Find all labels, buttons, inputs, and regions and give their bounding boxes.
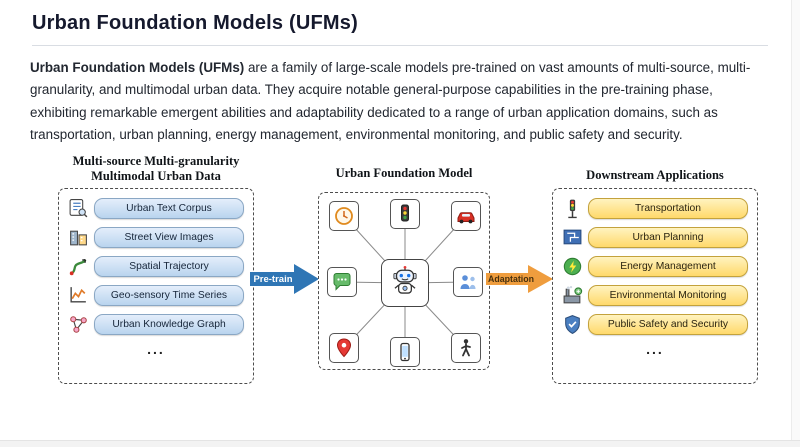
app-item-label: Urban Planning	[588, 227, 748, 248]
app-item-label: Environmental Monitoring	[588, 285, 748, 306]
people-icon	[453, 267, 483, 297]
right-panel-title: Downstream Applications	[586, 168, 724, 182]
urban-data-box: Urban Text Corpus Street View Images Spa…	[58, 188, 254, 384]
header: Urban Foundation Models (UFMs)	[0, 0, 800, 46]
left-panel-title-line2: Multimodal Urban Data	[91, 169, 221, 183]
applications-box: Transportation Urban Planning Energy Man…	[552, 188, 758, 384]
data-row-urban-text-corpus: Urban Text Corpus	[68, 198, 244, 219]
car-icon	[451, 201, 481, 231]
data-row-street-view-images: Street View Images	[68, 227, 244, 248]
time-series-icon	[68, 285, 89, 306]
pedestrian-icon	[451, 333, 481, 363]
data-item-label: Street View Images	[94, 227, 244, 248]
left-ellipsis: ...	[147, 341, 165, 357]
intro-body-text: are a family of large-scale models pre-t…	[30, 60, 751, 142]
clock-icon	[329, 201, 359, 231]
security-icon	[562, 314, 583, 335]
urban-planning-icon	[562, 227, 583, 248]
data-row-spatial-trajectory: Spatial Trajectory	[68, 256, 244, 277]
title-divider	[32, 45, 768, 46]
street-view-icon	[68, 227, 89, 248]
data-item-label: Urban Text Corpus	[94, 198, 244, 219]
trajectory-icon	[68, 256, 89, 277]
chat-icon	[327, 267, 357, 297]
horizontal-scrollbar[interactable]	[0, 440, 800, 447]
data-item-label: Urban Knowledge Graph	[94, 314, 244, 335]
data-item-label: Geo-sensory Time Series	[94, 285, 244, 306]
adaptation-label: Adaptation	[488, 274, 534, 284]
ufm-figure: Multi-source Multi-granularity Multimoda…	[0, 152, 800, 410]
page-title: Urban Foundation Models (UFMs)	[32, 12, 358, 34]
data-item-label: Spatial Trajectory	[94, 256, 244, 277]
right-arrow-icon	[250, 264, 319, 294]
right-ellipsis: ...	[646, 341, 664, 357]
traffic-light-icon	[390, 199, 420, 229]
vertical-scrollbar[interactable]	[791, 0, 800, 447]
left-panel-title: Multi-source Multi-granularity Multimoda…	[58, 154, 254, 184]
robot-icon	[381, 259, 429, 307]
energy-icon	[562, 256, 583, 277]
intro-paragraph: Urban Foundation Models (UFMs) are a fam…	[30, 57, 768, 146]
app-row-environmental-monitoring: Environmental Monitoring	[562, 285, 748, 306]
foundation-model-box	[318, 192, 490, 370]
transportation-icon	[562, 198, 583, 219]
center-panel-title: Urban Foundation Model	[335, 166, 473, 180]
data-row-urban-knowledge-graph: Urban Knowledge Graph	[68, 314, 244, 335]
map-pin-icon	[329, 333, 359, 363]
app-item-label: Energy Management	[588, 256, 748, 277]
adaptation-arrow: Adaptation	[486, 260, 554, 303]
pretrain-arrow: Pre-train	[250, 260, 320, 303]
app-row-urban-planning: Urban Planning	[562, 227, 748, 248]
app-row-energy-management: Energy Management	[562, 256, 748, 277]
knowledge-graph-icon	[68, 314, 89, 335]
pretrain-label: Pre-train	[253, 273, 293, 285]
right-arrow-icon	[486, 265, 553, 293]
app-item-label: Transportation	[588, 198, 748, 219]
app-row-transportation: Transportation	[562, 198, 748, 219]
app-item-label: Public Safety and Security	[588, 314, 748, 335]
mobile-phone-icon	[390, 337, 420, 367]
data-row-geo-sensory-time-series: Geo-sensory Time Series	[68, 285, 244, 306]
app-row-public-safety: Public Safety and Security	[562, 314, 748, 335]
left-panel-title-line1: Multi-source Multi-granularity	[72, 154, 240, 168]
text-corpus-icon	[68, 198, 89, 219]
environment-icon	[562, 285, 583, 306]
intro-bold-lead: Urban Foundation Models (UFMs)	[30, 60, 245, 75]
